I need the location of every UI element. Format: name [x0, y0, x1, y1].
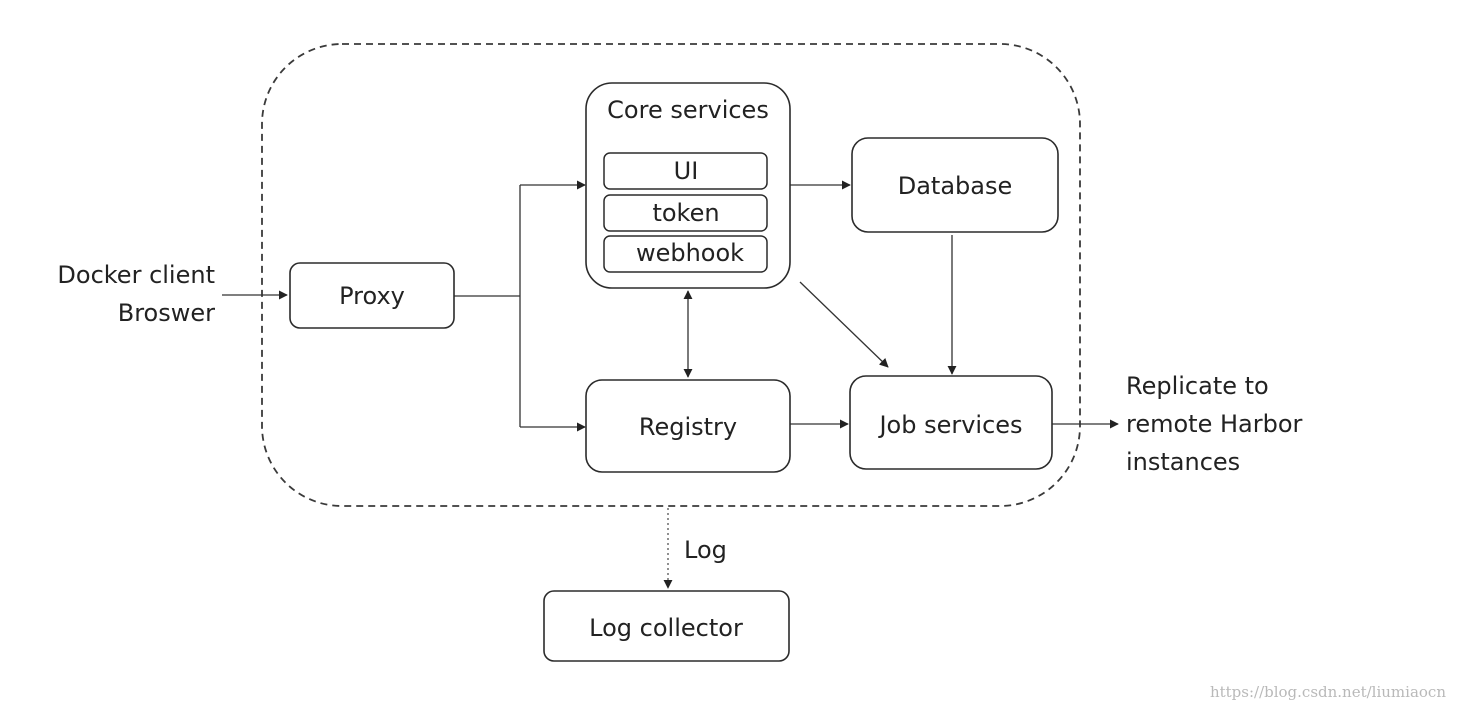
harbor-boundary: [261, 43, 1081, 507]
log-collector-node: Log collector: [543, 590, 790, 662]
log-edge-label: Log: [684, 536, 727, 564]
job-services-node: Job services: [849, 375, 1053, 470]
proxy-node: Proxy: [289, 262, 455, 329]
core-component-token: token: [603, 194, 768, 232]
log-collector-label: Log collector: [589, 614, 743, 642]
core-services-title: Core services: [607, 96, 769, 124]
job-services-label: Job services: [877, 411, 1022, 439]
core-component-webhook-label: webhook: [636, 239, 744, 267]
core-component-token-label: token: [652, 199, 719, 227]
replicate-label-line2: remote Harbor: [1126, 410, 1303, 438]
client-label-line1: Docker client: [57, 261, 215, 289]
watermark-url: https://blog.csdn.net/liumiaocn: [1210, 683, 1446, 701]
database-node: Database: [851, 137, 1059, 233]
client-label-line2: Broswer: [118, 299, 215, 327]
edges: [222, 180, 1119, 589]
replicate-label-line3: instances: [1126, 448, 1240, 476]
edge-core-to-job: [799, 281, 889, 368]
proxy-label: Proxy: [339, 282, 405, 310]
registry-node: Registry: [585, 379, 791, 473]
replicate-label-line1: Replicate to: [1126, 372, 1269, 400]
core-component-ui: UI: [603, 152, 768, 190]
database-label: Database: [898, 172, 1013, 200]
registry-label: Registry: [639, 413, 737, 441]
core-component-ui-label: UI: [674, 157, 699, 185]
core-component-webhook: webhook: [603, 235, 768, 273]
